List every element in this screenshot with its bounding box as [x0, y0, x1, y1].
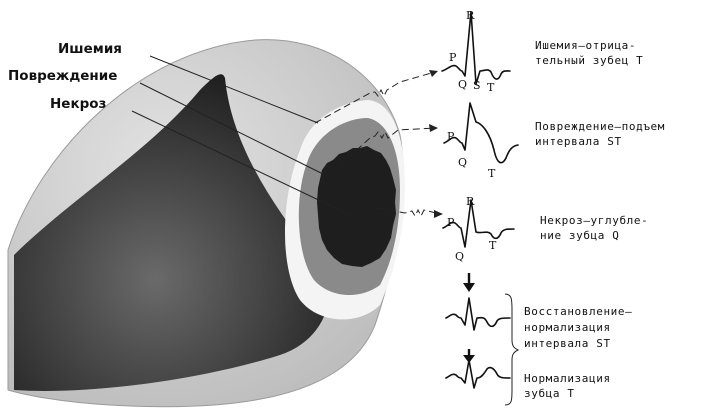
desc-normalization-line1: Нормализация [524, 372, 611, 385]
desc-ischemia-line2: тельный зубец Т [535, 54, 643, 67]
ecg-trace-ischemia [442, 12, 510, 84]
down-arrow-1-icon [463, 283, 475, 292]
ecg-trace-recovery [446, 298, 510, 330]
ecg-trace-injury [444, 103, 518, 163]
desc-injury-line2: интервала ST [535, 135, 622, 148]
wave-Q-ischemia: Q [458, 78, 467, 91]
wave-Q-injury: Q [458, 156, 467, 169]
ecg-injury: P Q T [444, 103, 518, 180]
necrosis-zone [317, 146, 396, 267]
descriptions: Ишемия—отрица- тельный зубец Т Поврежден… [524, 39, 665, 400]
recovery-arrows [463, 273, 475, 363]
desc-recovery-line1: Восстановление— [524, 305, 632, 318]
wave-S-ischemia: S [473, 79, 481, 92]
wave-T-necrosis: T [489, 239, 497, 252]
ecg-ischemia: R P Q S T [442, 9, 510, 94]
arrowhead-ischemia [429, 70, 438, 77]
wave-P-ischemia: P [449, 51, 457, 64]
wave-R-ischemia: R [466, 9, 475, 22]
desc-recovery-line2: нормализация [524, 321, 611, 334]
desc-injury-line1: Повреждение—подъем [535, 120, 665, 133]
label-injury: Повреждение [8, 68, 117, 84]
ecg-normalization [446, 360, 510, 388]
wave-P-injury: P [447, 130, 455, 143]
ecg-trace-normalization [446, 360, 510, 388]
desc-necrosis-line1: Некроз—углубле- [540, 214, 648, 227]
label-ischemia: Ишемия [58, 41, 122, 57]
ecg-recovery [446, 298, 510, 330]
bracket-brace [505, 294, 518, 405]
desc-recovery-line3: интервала ST [524, 337, 611, 350]
desc-ischemia-line1: Ишемия—отрица- [535, 39, 636, 52]
desc-normalization-line2: зубца Т [524, 387, 575, 400]
wave-T-ischemia: T [487, 81, 495, 94]
label-necrosis: Некроз [50, 96, 106, 112]
wave-P-necrosis: P [447, 216, 455, 229]
desc-necrosis-line2: ние зубца Q [540, 229, 619, 242]
heart-wall-section [8, 40, 405, 407]
wave-T-injury: T [488, 167, 496, 180]
wave-R-necrosis: R [466, 195, 475, 208]
ecg-necrosis: R P Q T [443, 195, 514, 263]
arrowhead-injury [429, 124, 438, 132]
wave-Q-necrosis: Q [455, 250, 464, 263]
arrowhead-necrosis [434, 210, 443, 218]
